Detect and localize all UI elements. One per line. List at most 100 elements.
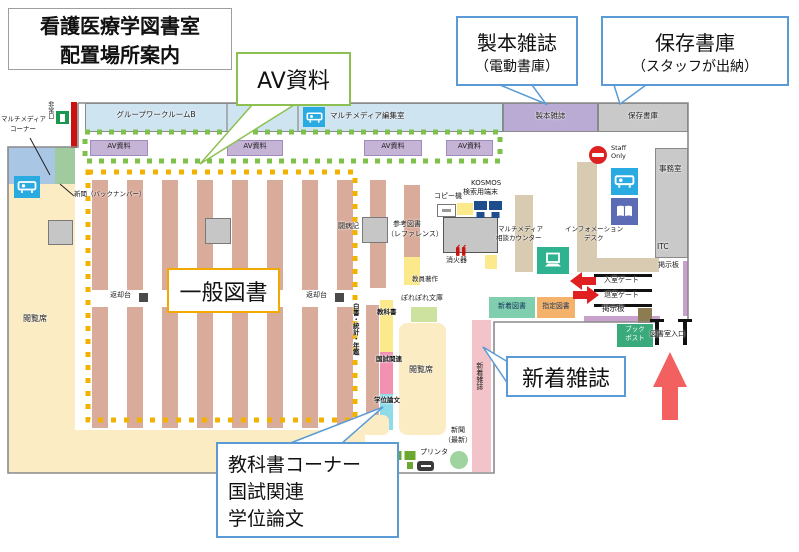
yellow-box-counter [485, 255, 497, 269]
new-journals-callout: 新着雑誌 [506, 356, 626, 397]
bound-journals-callout-sub: （電動書庫） [475, 58, 559, 75]
page-title: 看護医療学図書室 [40, 14, 200, 38]
tobyoki-label: 闘病記 [338, 222, 359, 230]
pc-icon [404, 451, 416, 469]
multimedia-counter-label: マルチメディア [498, 225, 544, 233]
copier-icon [437, 204, 456, 217]
pillar [48, 220, 73, 245]
kokushi-shelf-label: 国試関連 [376, 355, 402, 363]
return-desk-square [139, 293, 148, 302]
new-books-label: 新着図書 [498, 302, 526, 310]
bookshelf [162, 307, 178, 428]
bookshelf [337, 180, 353, 290]
general-books-callout-label: 一般図書 [179, 280, 268, 306]
return-desk-label: 返却台 [110, 291, 131, 299]
faculty-works-label: 教員著作 [412, 275, 438, 283]
info-desk-column [577, 162, 597, 258]
reference-label: 参考図書 [393, 220, 421, 228]
reading-seats-label: 閲覧席 [23, 314, 47, 323]
brown-box [638, 308, 652, 323]
av-shelf-label: AV資料 [243, 142, 267, 150]
new-magazines-label: 新着雑誌 [475, 362, 484, 390]
room-label: 製本雑誌 [535, 111, 566, 120]
projector-icon [611, 168, 638, 195]
exit-gate-label: 退室ゲート [604, 291, 639, 299]
room-label: ITC [657, 242, 669, 251]
return-desk-label: 返却台 [306, 291, 327, 299]
opac-terminal-icon [489, 201, 502, 218]
bound-journals-callout: 製本雑誌 （電動書庫） [456, 16, 578, 86]
room-label: 事務室 [659, 164, 682, 173]
textbook-corner-line: 学位論文 [228, 507, 305, 530]
general-books-callout: 一般図書 [167, 268, 280, 313]
textbook-corner-line: 国試関連 [228, 480, 305, 503]
newspaper-backnumber-label: 新聞（バックナンバー） [74, 190, 146, 198]
reserved-books-label: 指定図書 [542, 302, 570, 310]
bookshelf [267, 307, 283, 428]
exit-arrow-icon [573, 286, 599, 304]
bookshelf [127, 307, 143, 428]
multimedia-counter-label: 相談カウンター [496, 234, 542, 242]
emergency-door-bar [71, 102, 77, 148]
opac-terminal-icon [474, 201, 487, 218]
newspaper-latest-bin [450, 451, 468, 469]
whitepapers-shelf [366, 305, 379, 428]
bookshelf [302, 307, 318, 428]
porepore-box [411, 307, 437, 322]
library-entrance-label: 図書室入口 [650, 330, 685, 338]
bookshelf [232, 307, 248, 428]
kosmos-label: 検索用端末 [463, 188, 498, 196]
fire-extinguisher-icon [455, 244, 467, 256]
bookshelf [302, 180, 318, 290]
fire-extinguisher-label: 消火器 [446, 256, 467, 264]
newspaper-latest-label: （最新） [444, 436, 472, 444]
projector-icon [303, 107, 325, 127]
pillar [205, 218, 231, 244]
info-desk-counter [577, 258, 659, 272]
room-label: 保存書庫 [628, 111, 658, 120]
newspaper-backnumber-area [55, 147, 75, 184]
reading-seats-label: 閲覧席 [409, 365, 433, 374]
av-shelf-label: AV資料 [107, 142, 131, 150]
bulletin-strip-right [683, 261, 688, 316]
thesis-shelf-label: 学位論文 [374, 396, 400, 404]
bookshelf [92, 307, 108, 428]
laptop-icon [537, 247, 569, 274]
av-shelf-label: AV資料 [381, 142, 405, 150]
info-desk-label: デスク [584, 234, 604, 242]
page-title: 配置場所案内 [60, 43, 180, 67]
new-journals-callout-label: 新着雑誌 [521, 366, 610, 392]
entry-gate-label: 入室ゲート [604, 276, 639, 284]
bound-journals-callout-tail [499, 84, 549, 106]
textbook-corner-callout: 教科書コーナー 国試関連 学位論文 [216, 442, 399, 538]
staff-only-label: Only [611, 152, 626, 160]
room-label: グループワークルームB [116, 110, 196, 119]
book-post-label: ブック [625, 325, 645, 333]
return-desk-square [335, 293, 344, 302]
storage-callout-label: 保存書庫 [655, 30, 735, 55]
storage-callout: 保存書庫 （スタッフが出納） [601, 16, 789, 86]
pillar [362, 217, 388, 243]
printer-icon [417, 461, 434, 471]
yellow-box-copier [457, 203, 473, 215]
bookshelf [197, 307, 213, 428]
multimedia-corner-label: コーナー [10, 125, 36, 133]
room-label: マルチメディア編集室 [330, 111, 405, 120]
entry-arrow-icon [570, 272, 596, 290]
copier-label: コピー機 [434, 192, 462, 200]
bulletin-label: 掲示板 [602, 304, 625, 313]
title-box: 看護医療学図書室 配置場所案内 [8, 8, 232, 70]
open-book-icon [611, 198, 638, 225]
porepore-label: ぽれぽれ文庫 [401, 294, 443, 302]
reference-label: （レファレンス） [387, 230, 443, 238]
bulletin-label: 掲示板 [658, 261, 679, 269]
av-shelf-label: AV資料 [457, 142, 482, 150]
multimedia-corner-label: マルチメディア [1, 115, 47, 123]
book-post-label: ポスト [625, 334, 645, 342]
projector-icon [14, 176, 40, 198]
printer-label: プリンタ [420, 448, 448, 456]
av-callout: AV資料 [236, 52, 351, 106]
emergency-exit-label: 非常口 [46, 101, 54, 119]
entrance-arrow-icon [653, 352, 687, 420]
